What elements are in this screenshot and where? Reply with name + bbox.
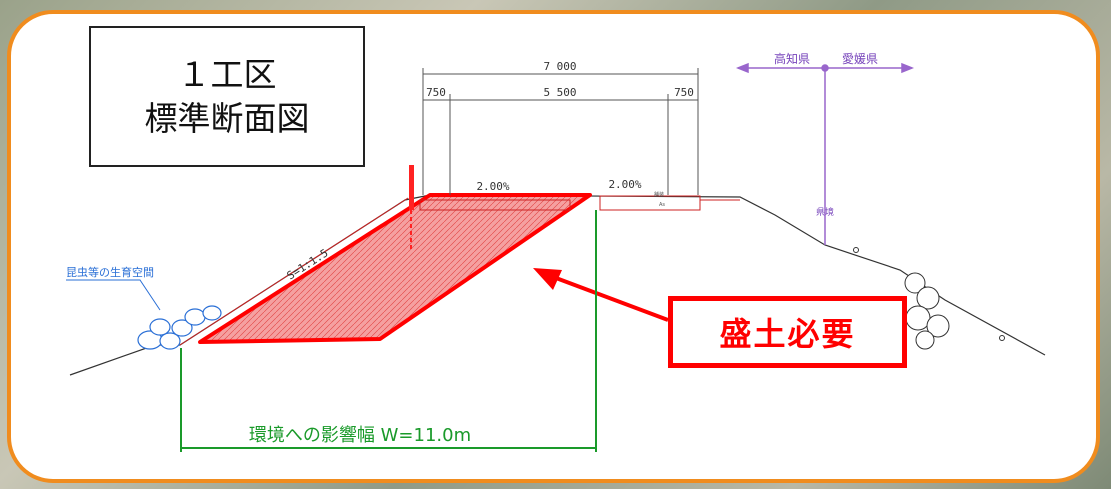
embankment-fill [198, 193, 592, 344]
pavement-label-bottom: As [659, 202, 665, 208]
dim-carriageway: 5 500 [543, 86, 576, 99]
callout-arrow-line [547, 273, 669, 322]
dimension-lines [422, 68, 699, 195]
callout-box: 盛土必要 [668, 296, 907, 368]
dim-left-shoulder: 750 [426, 86, 446, 99]
title-line1: １工区 [177, 54, 277, 94]
dim-right-shoulder: 750 [674, 86, 694, 99]
pavement-left [419, 199, 571, 211]
slope-left: 2.00% [476, 180, 509, 193]
shrubs-right [904, 272, 950, 350]
pavement-label-top: 舗装 [654, 191, 664, 198]
title-box: １工区 標準断面図 [89, 26, 365, 167]
marker-2 [999, 335, 1005, 341]
prefecture-right: 愛媛県 [842, 52, 878, 66]
callout-arrow-head [533, 268, 562, 290]
title-line2: 標準断面図 [144, 98, 310, 138]
dim-overall: 7 000 [543, 60, 576, 73]
prefecture-left: 高知県 [774, 51, 810, 66]
habitat-stones [137, 305, 222, 350]
impact-width-label: 環境への影響幅 W=11.0m [249, 425, 471, 446]
pavement-right [599, 195, 701, 211]
habitat-leader [66, 279, 161, 311]
impact-width-lines [180, 210, 597, 452]
prefecture-boundary-label: 県境 [816, 206, 834, 218]
habitat-label: 昆虫等の生育空間 [66, 265, 154, 279]
guard-post [409, 165, 414, 210]
prefecture-boundary [735, 62, 915, 245]
marker-1 [853, 247, 859, 253]
side-slope-line [179, 197, 409, 346]
slope-right: 2.00% [608, 178, 641, 191]
